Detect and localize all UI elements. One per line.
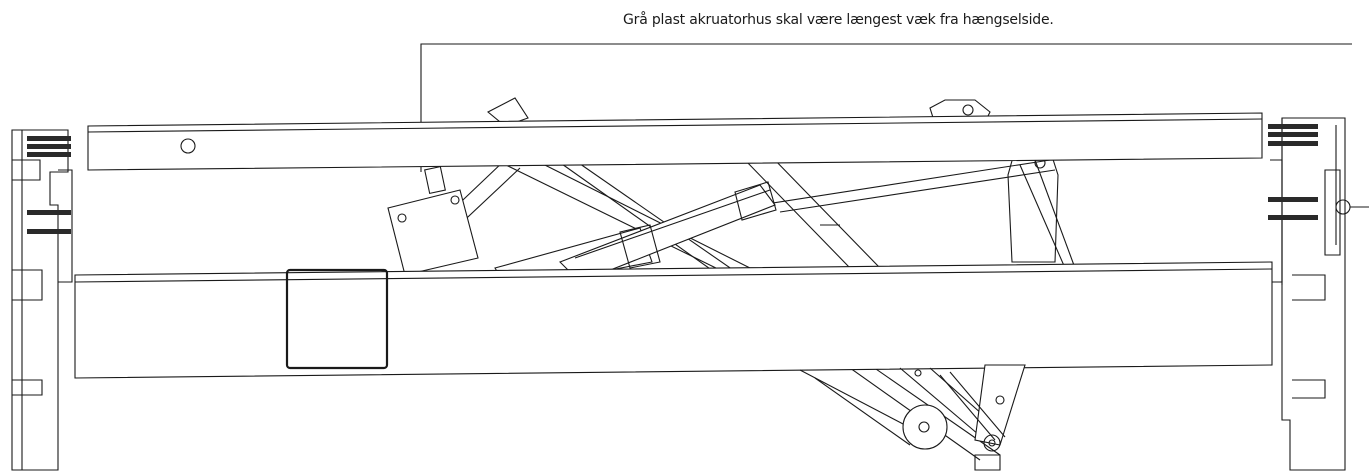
left-frame-profile	[11, 129, 73, 471]
right-frame-profile	[1270, 117, 1346, 471]
actuator-housing-annotation: Grå plast akruatorhus skal være længest …	[623, 12, 1054, 28]
top-rail	[87, 112, 1263, 171]
lower-linkage	[799, 364, 1026, 471]
bottom-sash-bar	[74, 261, 1273, 379]
actuator-housing	[387, 165, 479, 276]
right-frame-screws	[1268, 124, 1318, 220]
handle-plate	[285, 268, 389, 370]
hinge-icon	[1335, 125, 1369, 245]
left-frame-screws	[27, 136, 71, 234]
